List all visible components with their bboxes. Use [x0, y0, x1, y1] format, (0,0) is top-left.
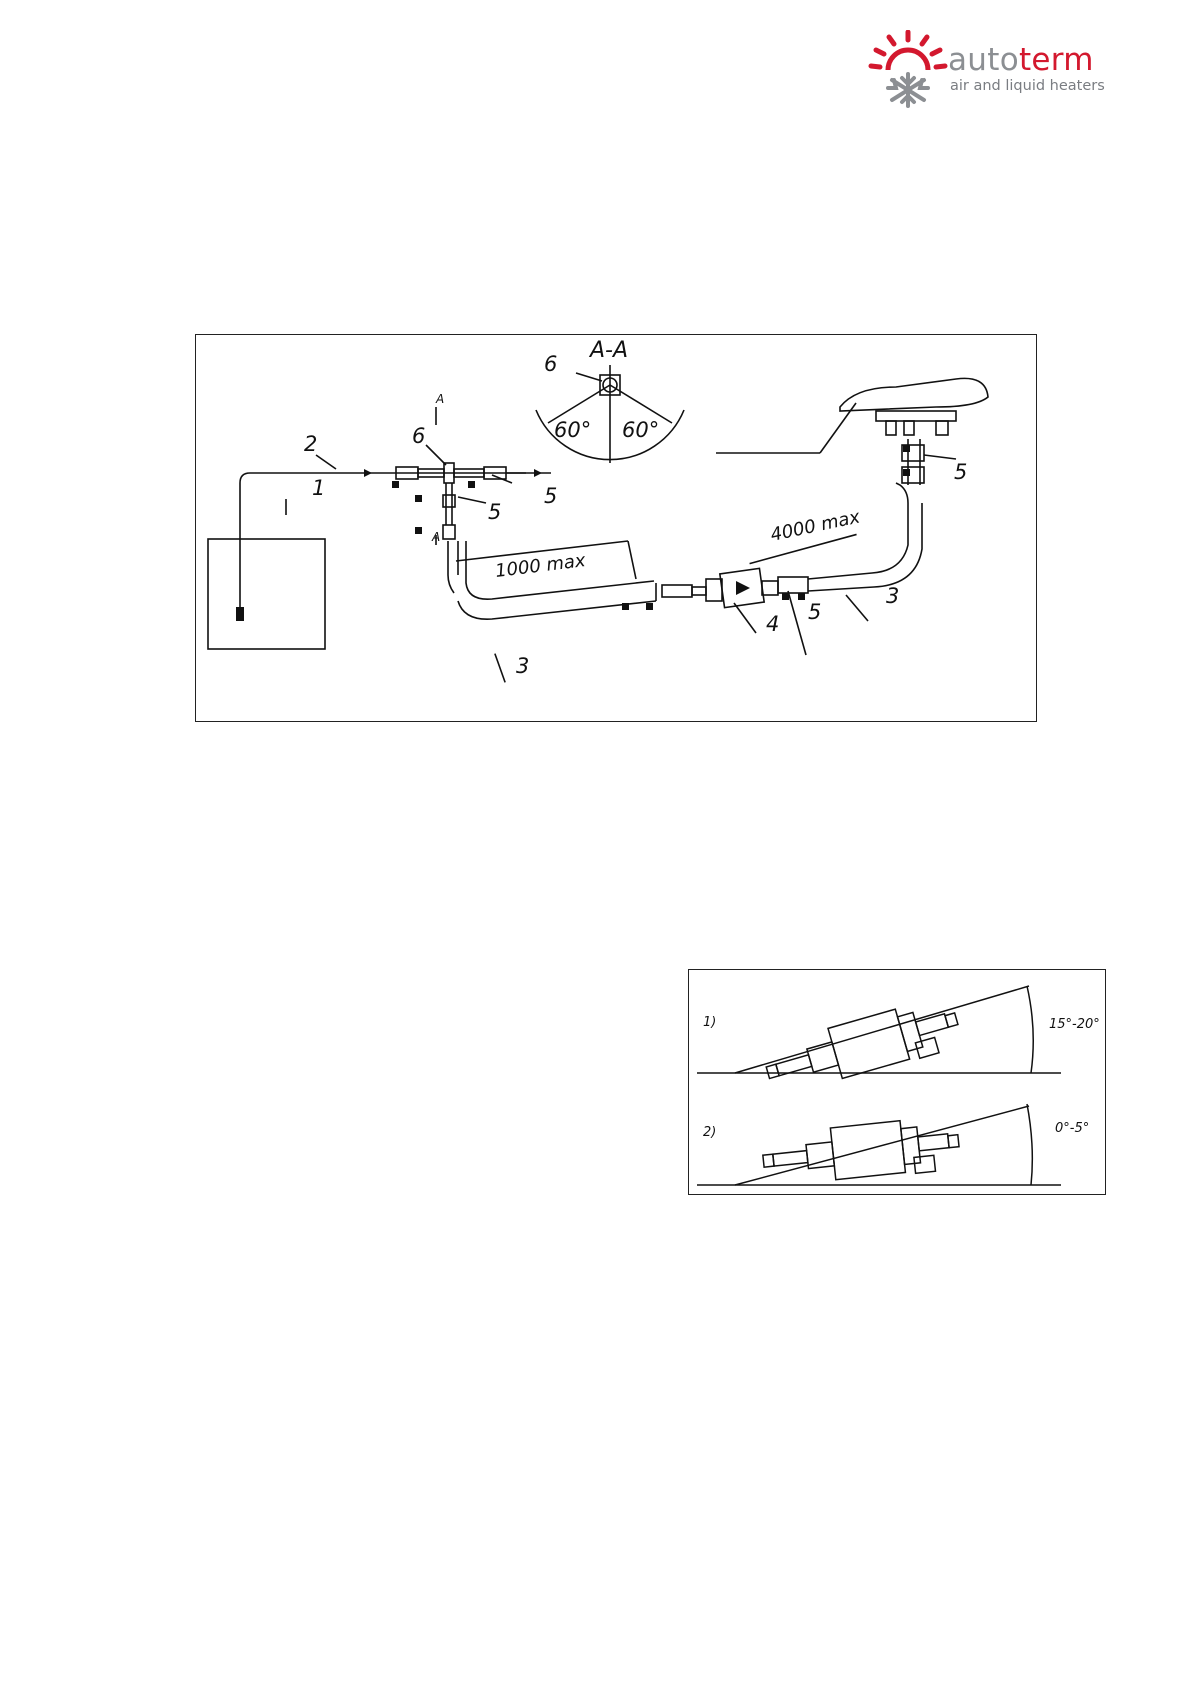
callout-5-line: 5	[544, 484, 557, 508]
pump-angle-drawing: 1) 2) 15°-20° 0°-5°	[689, 970, 1105, 1194]
callout-5-branch: 5	[488, 500, 501, 524]
angle-right-label: 60°	[622, 418, 659, 442]
angle-2-label: 0°-5°	[1055, 1121, 1089, 1136]
angle-1-label: 15°-20°	[1049, 1017, 1100, 1032]
callout-2: 2	[304, 432, 317, 456]
dimension-4000: 4000 max	[769, 506, 862, 545]
section-mark-top: A	[435, 392, 444, 406]
callout-5-pump: 5	[808, 600, 821, 624]
callout-5-heater: 5	[954, 460, 967, 484]
heater-body	[840, 378, 988, 411]
sun-snowflake-icon	[868, 30, 948, 110]
case-1-label: 1)	[703, 1015, 716, 1030]
callout-3-left: 3	[516, 654, 529, 678]
brand-name: autoterm	[948, 42, 1094, 78]
section-mark-bottom: A	[431, 530, 440, 544]
fuel-system-drawing: A-A 6 60° 60° A A 2 1 6 5 5 3 4 5 3 5 10…	[196, 335, 1036, 721]
fuel-tank	[208, 539, 325, 649]
fuel-system-diagram: A-A 6 60° 60° A A 2 1 6 5 5 3 4 5 3 5 10…	[195, 334, 1037, 722]
callout-4: 4	[766, 612, 779, 636]
callout-1: 1	[312, 476, 325, 500]
brand-tagline: air and liquid heaters	[950, 78, 1105, 94]
callout-6: 6	[412, 424, 425, 448]
case-2-label: 2)	[703, 1125, 716, 1140]
angle-left-label: 60°	[554, 418, 591, 442]
section-label: A-A	[588, 338, 628, 363]
pump-angle-diagram: 1) 2) 15°-20° 0°-5°	[688, 969, 1106, 1195]
autoterm-logo: autoterm air and liquid heaters	[868, 30, 1118, 110]
callout-3-right: 3	[886, 584, 899, 608]
callout-6-section: 6	[544, 352, 557, 376]
